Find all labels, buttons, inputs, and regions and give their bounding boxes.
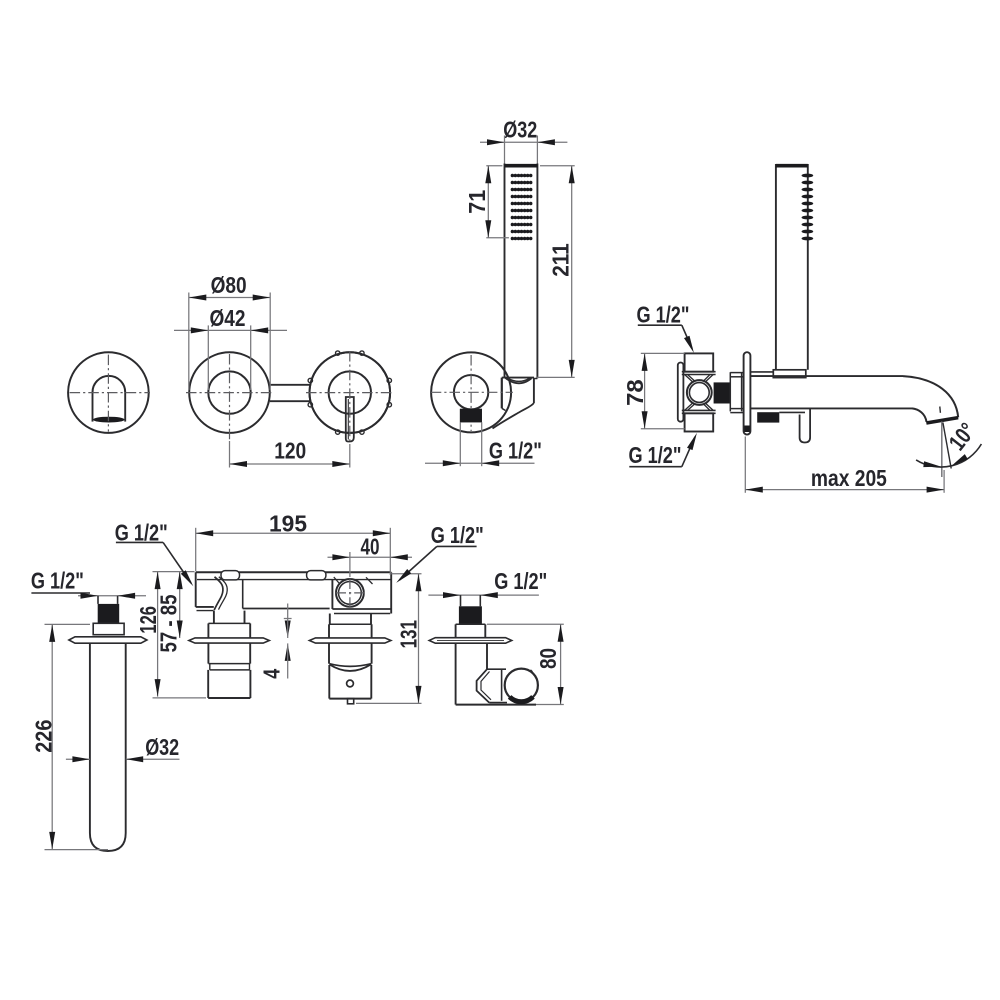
svg-text:max 205: max 205 — [811, 465, 887, 491]
svg-text:G 1/2": G 1/2" — [629, 442, 682, 468]
svg-text:226: 226 — [31, 720, 57, 753]
svg-text:40: 40 — [361, 534, 380, 560]
svg-text:G 1/2": G 1/2" — [31, 567, 84, 593]
svg-text:Ø32: Ø32 — [503, 117, 537, 143]
svg-text:Ø32: Ø32 — [145, 734, 179, 760]
svg-text:G 1/2": G 1/2" — [637, 301, 690, 327]
svg-text:78: 78 — [622, 379, 648, 406]
svg-text:Ø42: Ø42 — [210, 305, 246, 331]
svg-text:131: 131 — [395, 620, 421, 648]
svg-text:G 1/2": G 1/2" — [489, 438, 542, 464]
svg-text:211: 211 — [547, 243, 573, 277]
svg-text:71: 71 — [464, 190, 490, 214]
svg-text:G 1/2": G 1/2" — [115, 519, 168, 545]
svg-text:G 1/2": G 1/2" — [431, 522, 484, 548]
svg-text:Ø80: Ø80 — [211, 272, 247, 298]
svg-text:195: 195 — [269, 511, 307, 537]
svg-text:120: 120 — [274, 438, 306, 464]
svg-text:G 1/2": G 1/2" — [494, 568, 547, 594]
svg-text:57 - 85: 57 - 85 — [156, 594, 182, 652]
svg-text:80: 80 — [535, 648, 561, 669]
svg-text:4: 4 — [259, 669, 285, 679]
svg-text:126: 126 — [135, 606, 161, 634]
